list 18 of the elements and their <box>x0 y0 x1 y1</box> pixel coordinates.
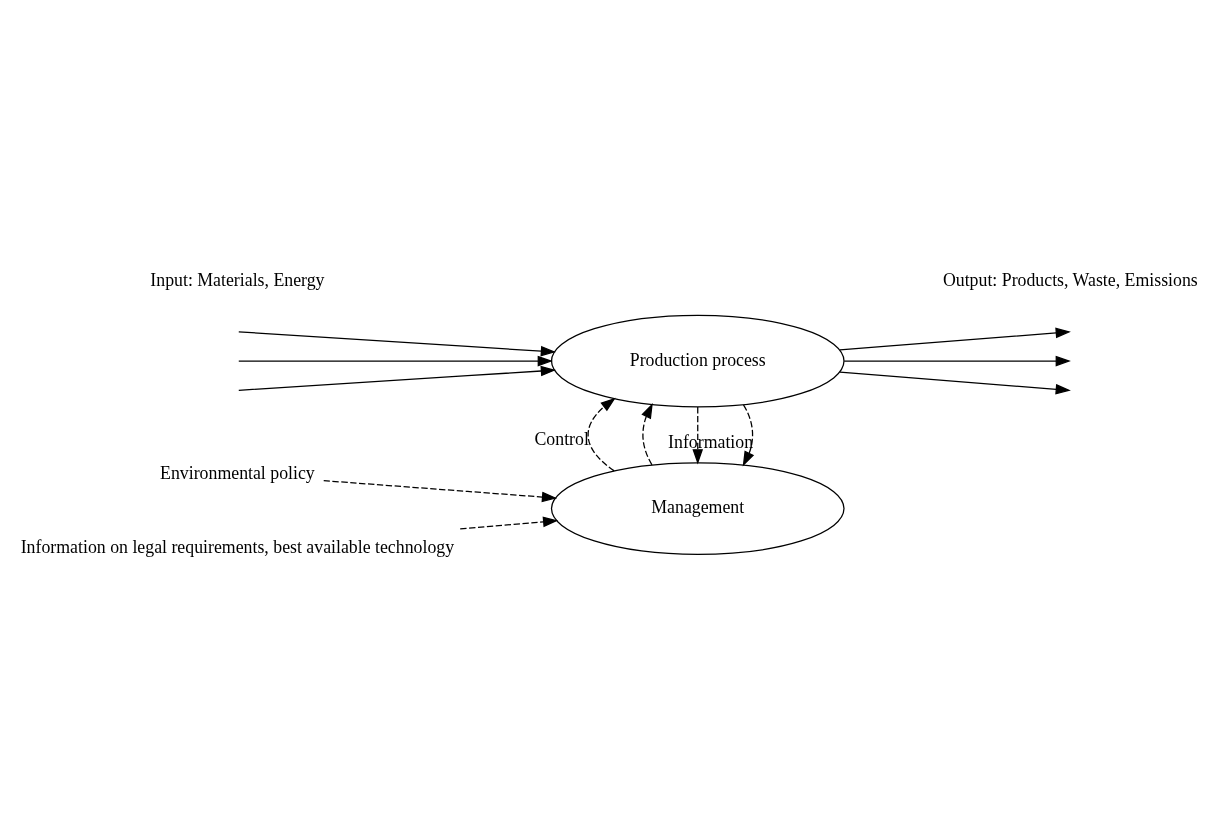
node-text: Environmental policy <box>160 462 315 483</box>
arrow <box>839 327 1071 351</box>
node-ellipse: Production process <box>550 314 845 407</box>
arrow <box>587 397 616 471</box>
arrow <box>238 330 557 356</box>
arrow <box>323 479 558 502</box>
arrow <box>238 355 553 366</box>
arrow <box>839 371 1071 395</box>
node-ellipse: Management <box>550 461 845 555</box>
arrow <box>742 403 755 467</box>
label: Output: Products, Waste, Emissions <box>942 269 1198 290</box>
arrow <box>459 516 559 530</box>
arrow <box>843 355 1071 366</box>
label: Input: Materials, Energy <box>150 269 325 290</box>
edge-label: Control <box>534 428 589 449</box>
node-text: Information on legal requirements, best available technology <box>20 536 455 557</box>
arrow <box>641 402 653 465</box>
arrow <box>238 365 557 391</box>
